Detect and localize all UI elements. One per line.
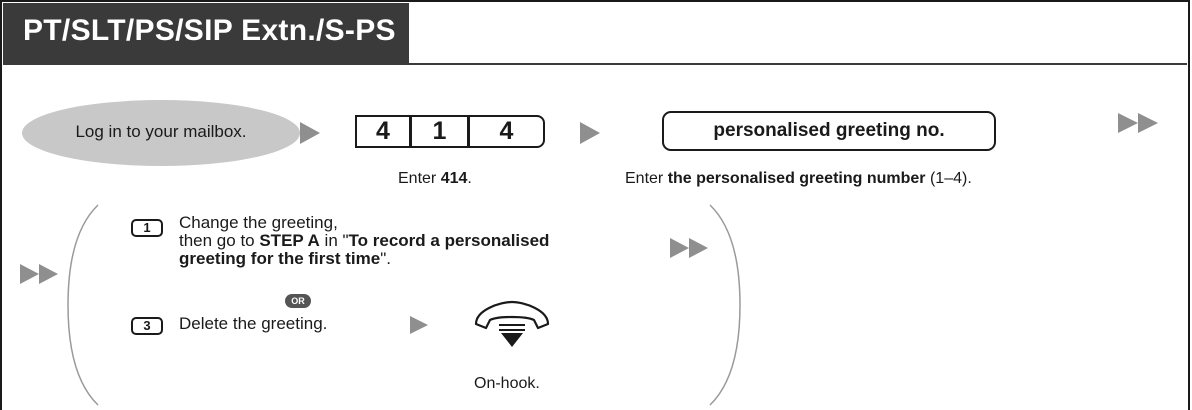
down-arrow-icon xyxy=(501,333,523,347)
left-bracket xyxy=(67,204,99,406)
login-step-ellipse: Log in to your mailbox. xyxy=(22,100,300,166)
play-arrow-icon xyxy=(300,122,320,144)
play-arrow-icon xyxy=(410,316,428,334)
option1-line1: Change the greeting, xyxy=(179,213,338,232)
key-4-second: 4 xyxy=(468,115,545,148)
right-bracket xyxy=(709,204,741,406)
greeting-number-box: personalised greeting no. xyxy=(662,111,996,151)
option-key-3: 3 xyxy=(131,317,163,335)
title-bar: PT/SLT/PS/SIP Extn./S-PS xyxy=(3,3,409,64)
play-arrow-icon xyxy=(580,122,600,144)
greeting-number-caption: Enter the personalised greeting number (… xyxy=(625,170,972,187)
double-arrow-icon xyxy=(1118,113,1158,133)
double-arrow-icon xyxy=(20,264,58,284)
handset-onhook-icon xyxy=(474,300,550,331)
double-arrow-icon xyxy=(670,238,708,258)
option1-line3: greeting for the first time". xyxy=(179,249,391,268)
enter-code-caption: Enter 414. xyxy=(398,170,472,187)
login-step-label: Log in to your mailbox. xyxy=(75,122,247,141)
key-4: 4 xyxy=(355,115,411,148)
option3-label: Delete the greeting. xyxy=(179,314,328,333)
page-title: PT/SLT/PS/SIP Extn./S-PS xyxy=(23,14,396,47)
or-badge: OR xyxy=(285,294,311,308)
option-key-1: 1 xyxy=(131,219,163,237)
title-underline xyxy=(3,63,1187,65)
option1-line2: then go to STEP A in "To record a person… xyxy=(179,231,550,250)
onhook-caption: On-hook. xyxy=(474,375,540,392)
key-1: 1 xyxy=(410,115,469,148)
